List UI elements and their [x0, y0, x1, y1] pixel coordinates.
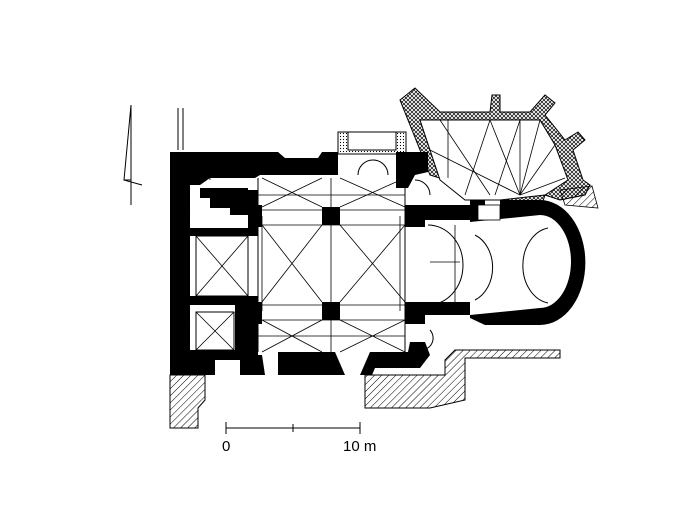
main-walls [170, 152, 586, 375]
adjacent-masonry-left [169, 108, 206, 429]
scale-start-label: 0 [222, 438, 230, 455]
scale-bar: 0 10 m [222, 422, 376, 455]
west-chamber-vaults [177, 160, 249, 351]
octagonal-chapel [399, 87, 599, 211]
nave-vaults [257, 175, 406, 353]
north-porch [337, 131, 407, 176]
adjacent-masonry-right [364, 349, 561, 409]
chancel-apse [414, 179, 549, 351]
north-arrow-icon [123, 104, 143, 205]
scale-end-label: 10 m [343, 438, 376, 455]
